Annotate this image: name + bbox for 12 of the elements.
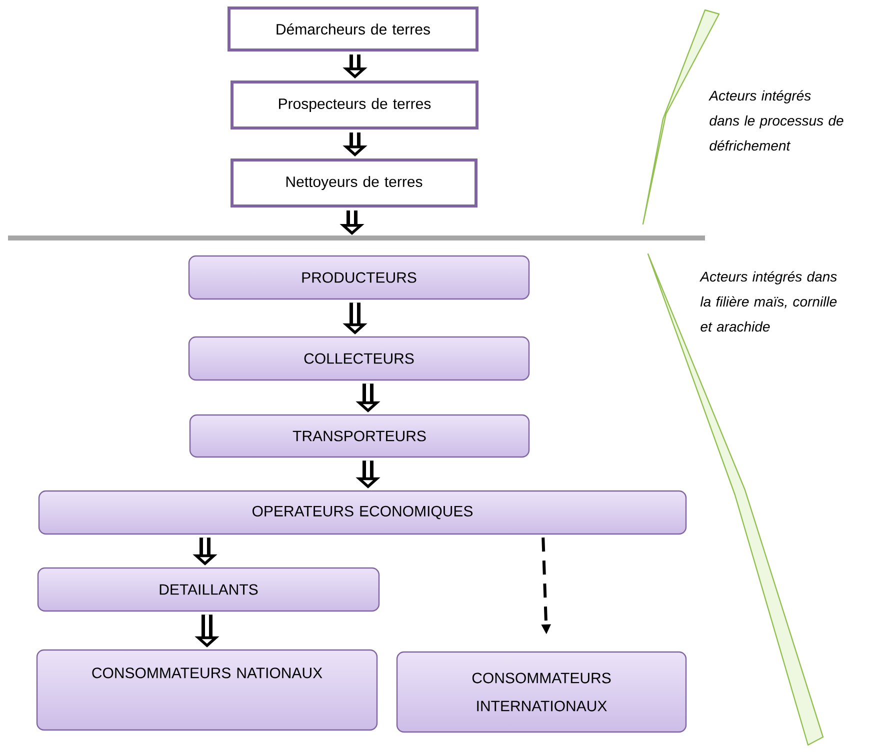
process-box: PRODUCTEURS (188, 255, 530, 300)
process-box: DETAILLANTS (37, 567, 380, 612)
process-box: CONSOMMATEURS NATIONAUX (36, 649, 378, 731)
process-box: CONSOMMATEURS INTERNATIONAUX (396, 651, 687, 733)
process-box: Nettoyeurs de terres (230, 158, 478, 208)
process-box: TRANSPORTEURS (189, 414, 530, 458)
process-box: OPERATEURS ECONOMIQUES (38, 490, 687, 535)
callout-text: Acteurs intégrés dans la filière maïs, cornille et arachide (700, 271, 837, 332)
process-box: COLLECTEURS (188, 336, 530, 381)
callout-text: Acteurs intégrés dans le processus de défrichement (708, 90, 844, 151)
process-box: Démarcheurs de terres (228, 6, 478, 52)
process-box: Prospecteurs de terres (230, 80, 478, 130)
